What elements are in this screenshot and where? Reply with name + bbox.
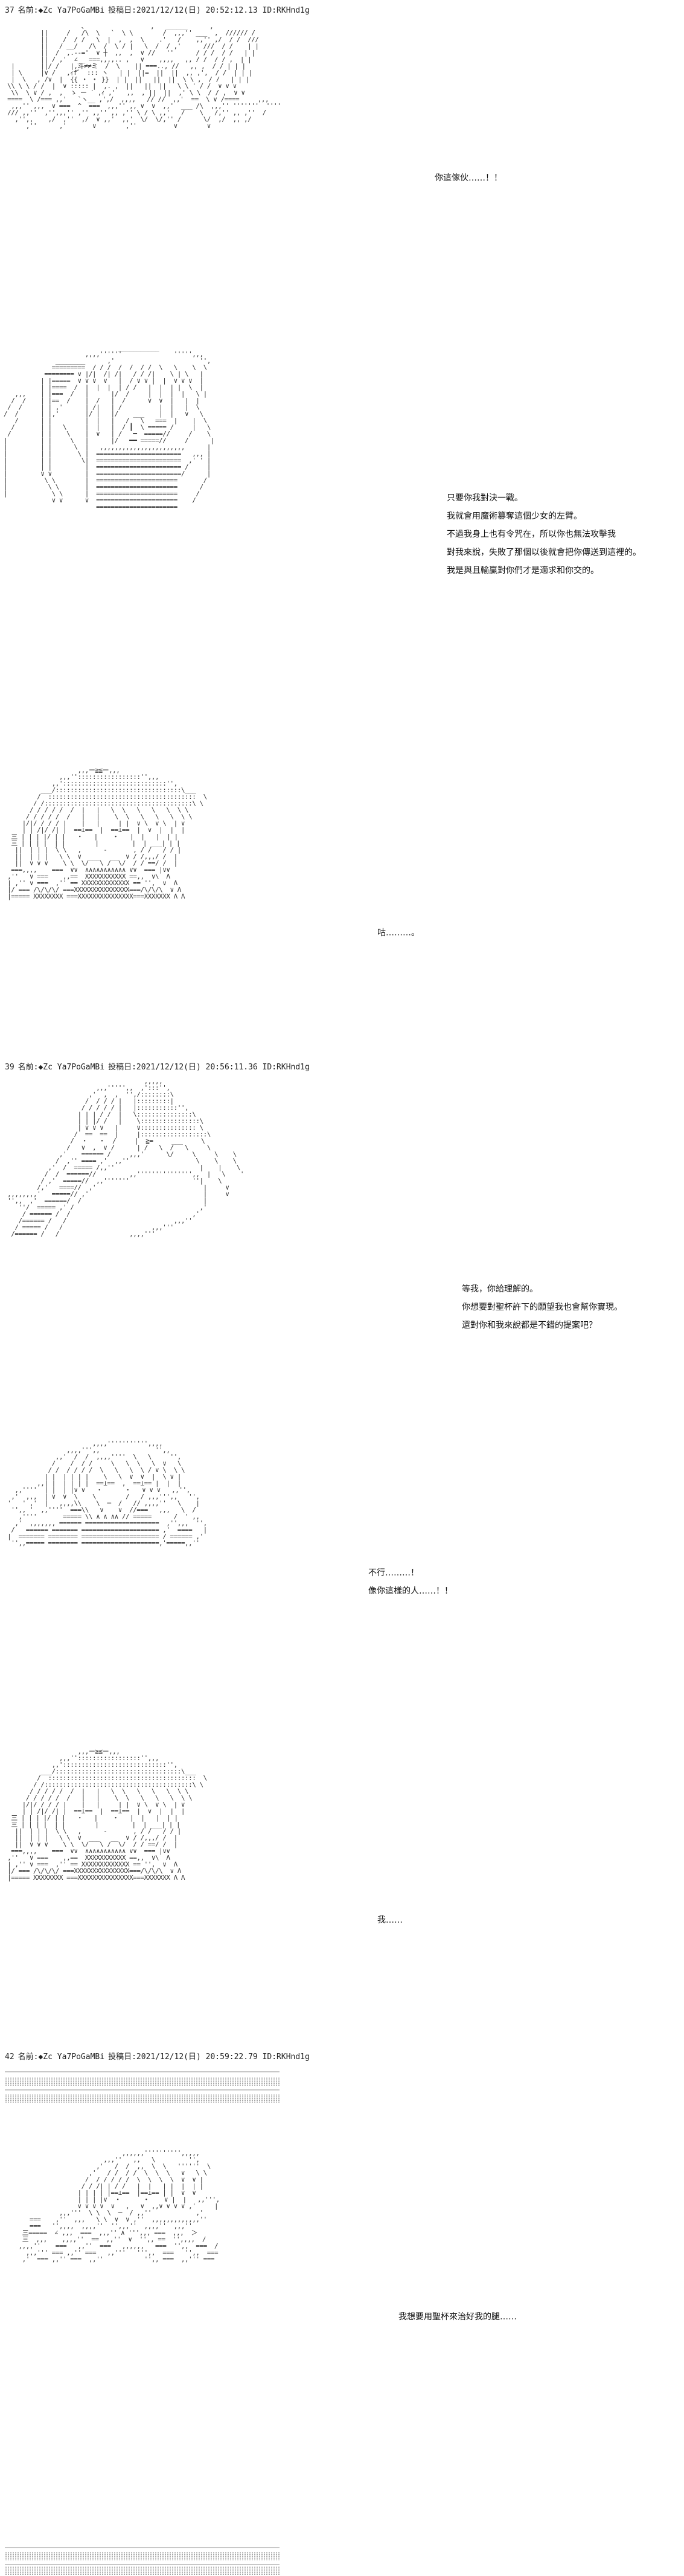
dialogue-line: 咕………。 [377, 928, 420, 938]
post-id[interactable]: ID:RKHnd1g [262, 2052, 310, 2062]
dotted-band [5, 2552, 280, 2560]
ascii-art: ,,,,, ,,,''''',, ,':::'', ,' , , '',/:::… [7, 1078, 244, 1238]
dialogue-line: 等我，你給理解的。 [462, 1284, 538, 1294]
dotted-band [5, 2566, 280, 2575]
dialogue-line: 我…… [377, 1915, 403, 1925]
ascii-art-panel-2: ___________ ,,,,'''''' ''''',,, ________… [4, 344, 366, 761]
post-number: 39 [5, 1063, 14, 1072]
ascii-art: 、 , ______ , || / /\ \ ` \ \ / ,,,'' ___… [7, 23, 281, 130]
divider [5, 2089, 280, 2091]
post-id[interactable]: ID:RKHnd1g [262, 6, 310, 15]
name-label: 名前: [18, 1063, 39, 1072]
dialogue-line: 我想要用聖杯來治好我的腿…… [398, 2312, 517, 2322]
poster-name[interactable]: ◆Zc Ya7PoGaMBi [38, 6, 105, 15]
ascii-art: ___________ ,,,,'''''' ''''',,, ________… [4, 344, 215, 511]
poster-name[interactable]: ◆Zc Ya7PoGaMBi [38, 2052, 105, 2062]
post-date: 2021/12/12(日) 20:59:22.79 [136, 2052, 258, 2062]
dialogue-line: 你想要對聖杯許下的願望我也會幫你實現。 [462, 1302, 622, 1312]
ascii-art-panel-3: ,,,ー≧≦ー,,, ,,,'':::::::::::::::::'',,, ,… [4, 767, 354, 1069]
ascii-art: ,,,,,,'''''''''',,,,, ,,,'' ,, \ '', ,' … [18, 2150, 220, 2263]
dotted-band [5, 2077, 280, 2086]
dialogue-line: 不過我身上也有令咒在，所以你也無法攻擊我 [447, 530, 616, 539]
divider [5, 2564, 280, 2565]
ascii-art: ,,,ー≧≦ー,,, ,,,'':::::::::::::::::'',,, ,… [7, 1748, 207, 1882]
ascii-art: ,,,ー≧≦ー,,, ,,,'':::::::::::::::::'',,, ,… [7, 767, 207, 900]
divider [5, 2071, 280, 2072]
post-id[interactable]: ID:RKHnd1g [262, 1063, 310, 1072]
divider [5, 2547, 280, 2548]
ascii-art-panel-7: ,,,,,,'''''''''',,,,, ,,,'' ,, \ '', ,' … [4, 2150, 378, 2379]
dialogue-line: 還對你和我來說都是不錯的提案吧？ [462, 1321, 597, 1330]
ascii-art-panel-1: 、 , ______ , || / /\ \ ` \ \ / ,,,'' ___… [4, 23, 390, 252]
name-label: 名前: [18, 2052, 39, 2062]
date-label: 投稿日: [108, 2052, 136, 2062]
ascii-art-panel-4: ,,,,, ,,,''''',, ,':::'', ,' , , '',/:::… [4, 1078, 402, 1416]
dialogue-line: 對我來說，失敗了那個以後就會把你傳送到這裡的。 [447, 548, 641, 557]
ascii-art-panel-5: ,,,,''''''''''',,,, ,,,,''',, '',, ,,' /… [4, 1440, 342, 1670]
ascii-art: ,,,,''''''''''',,,, ,,,,''',, '',, ,,' /… [7, 1440, 207, 1547]
post-date: 2021/12/12(日) 20:56:11.36 [136, 1063, 258, 1072]
dialogue-line: 只要你我對決一戰。 [447, 493, 523, 503]
post-date: 2021/12/12(日) 20:52:12.13 [136, 6, 258, 15]
dialogue-line: 我就會用魔術篡奪這個少女的左臂。 [447, 511, 582, 521]
ascii-art-panel-6: ,,,ー≧≦ー,,, ,,,'':::::::::::::::::'',,, ,… [4, 1748, 354, 2062]
post-number: 37 [5, 6, 14, 15]
dotted-band [5, 2094, 280, 2103]
poster-name[interactable]: ◆Zc Ya7PoGaMBi [38, 1063, 105, 1072]
dialogue-line: 你這傢伙……！！ [435, 173, 502, 183]
post-number: 42 [5, 2052, 14, 2062]
name-label: 名前: [18, 6, 39, 15]
date-label: 投稿日: [108, 1063, 136, 1072]
date-label: 投稿日: [108, 6, 136, 15]
dialogue-line: 不行………！ [368, 1568, 419, 1578]
dialogue-line: 像你這樣的人……！！ [368, 1586, 453, 1596]
dialogue-line: 我是與且輸贏對你們才是適求和你交的。 [447, 566, 599, 575]
